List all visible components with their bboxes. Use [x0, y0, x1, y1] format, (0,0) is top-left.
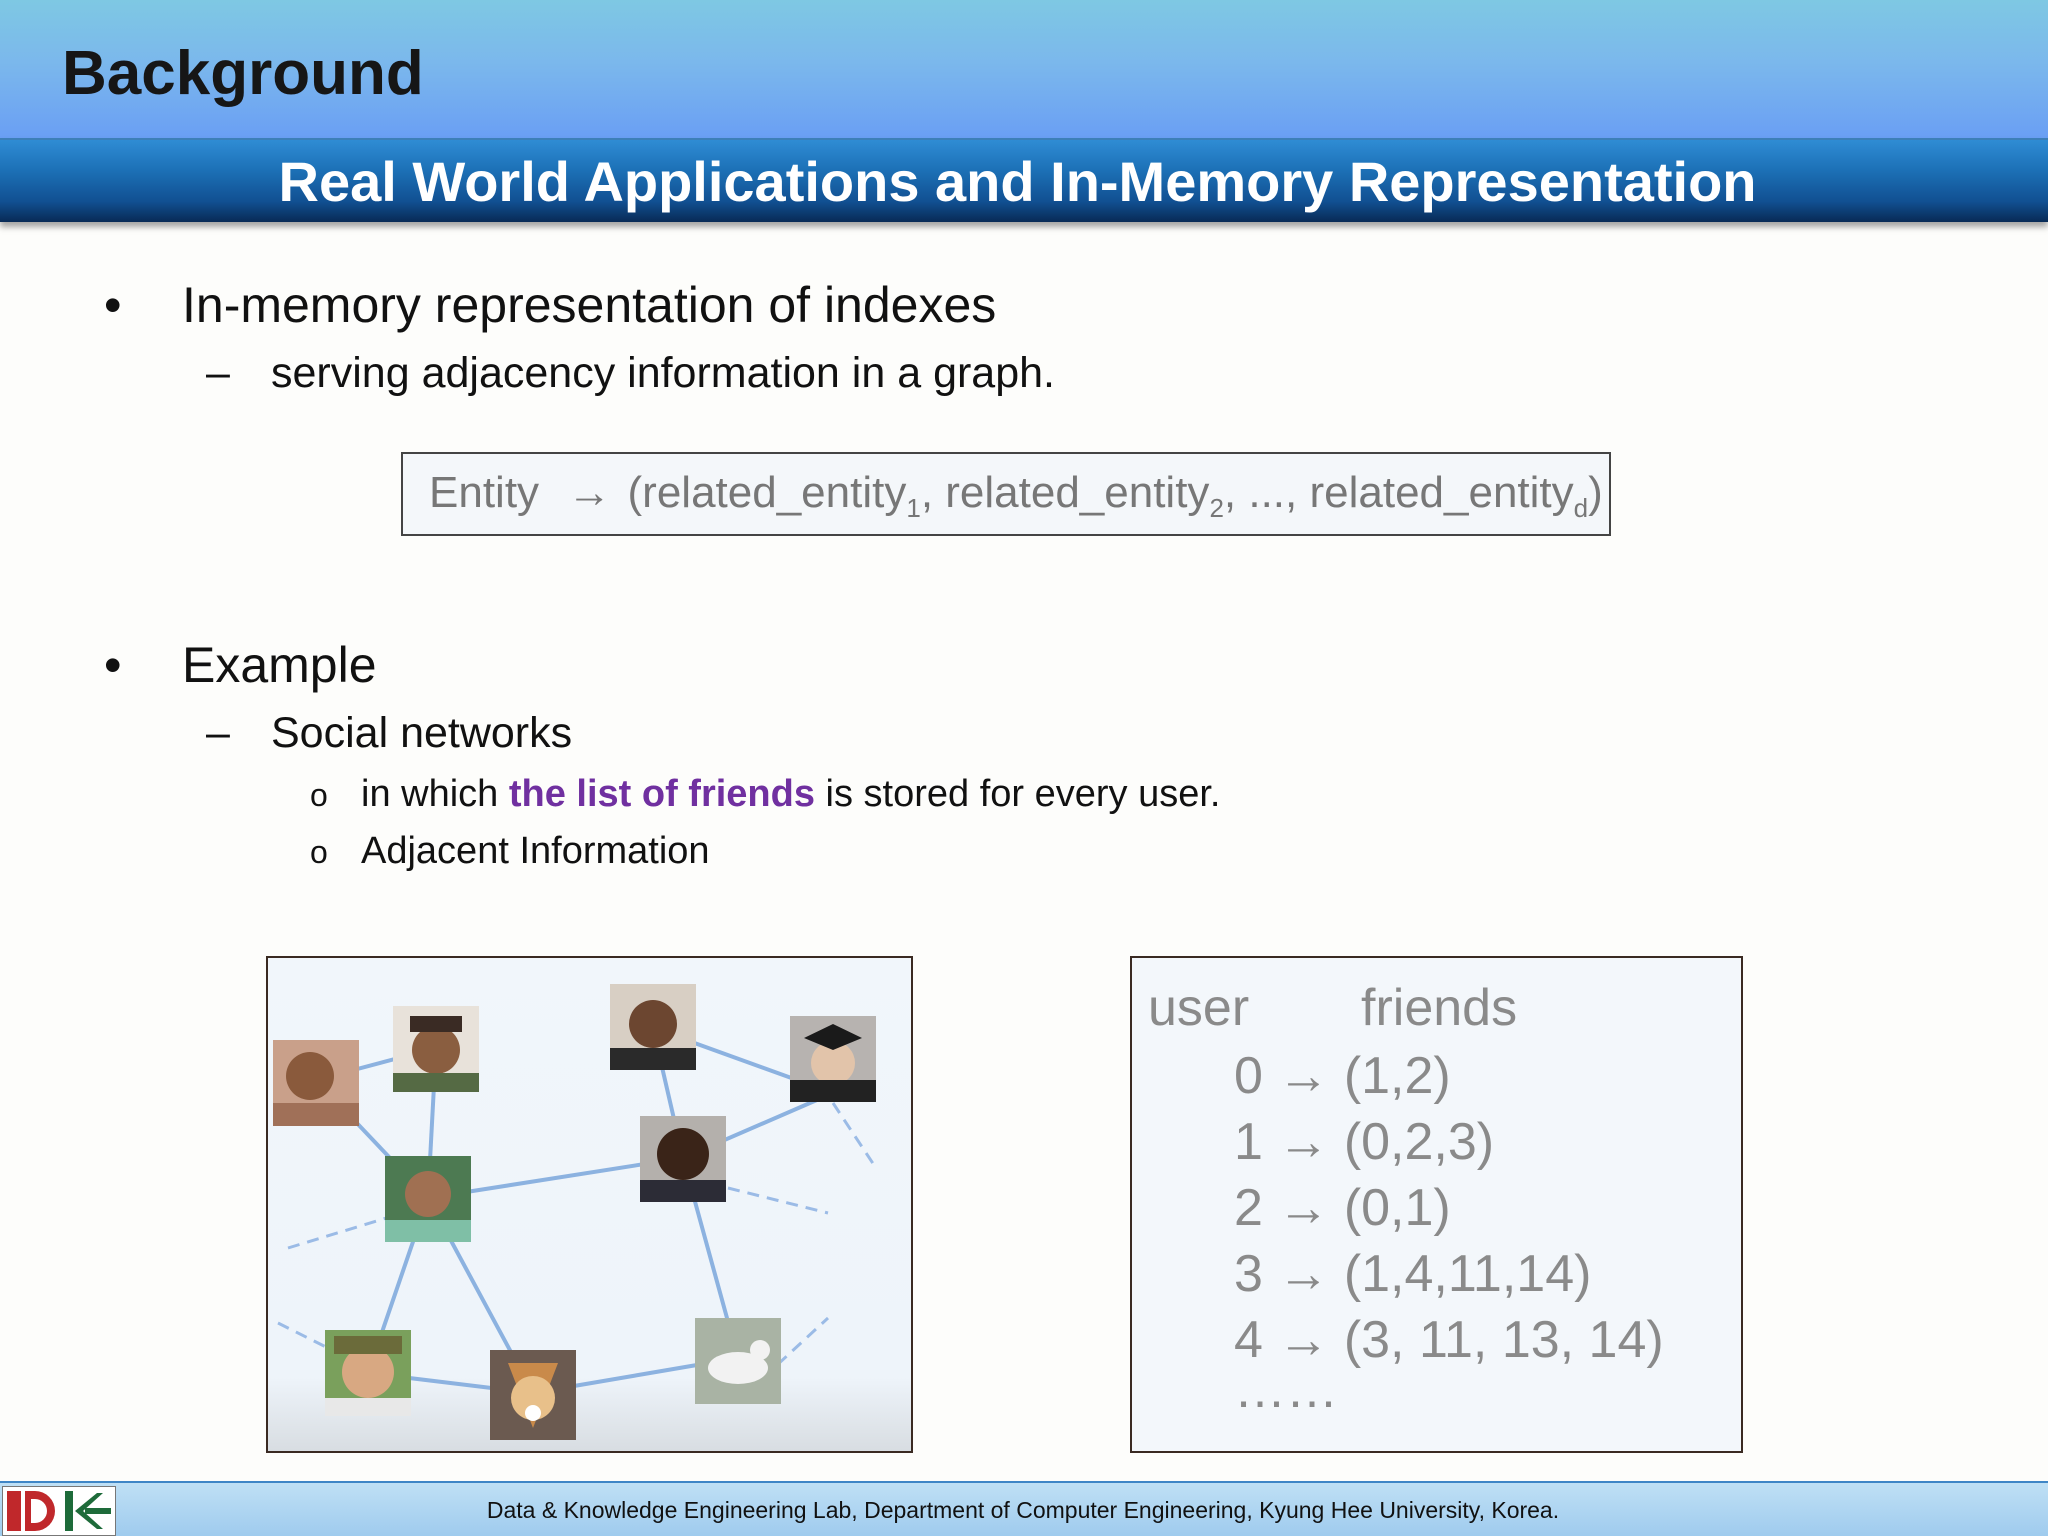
column-friends: friends	[1361, 979, 1518, 1037]
circle-marker: o	[310, 834, 328, 870]
avatar-9-dog	[695, 1318, 781, 1404]
graph-faint-edges	[277, 1102, 878, 1380]
column-user: user	[1148, 979, 1250, 1037]
dash-marker: –	[206, 349, 230, 397]
avatar-7	[325, 1330, 411, 1416]
formula-box: Entity → (related_entity1, related_entit…	[401, 452, 1611, 536]
subsubbullet-text: in which the list of friends is stored f…	[361, 773, 1220, 816]
formula-part-close: )	[1588, 468, 1603, 517]
dash-marker: –	[206, 709, 230, 757]
avatar-4	[790, 1016, 876, 1102]
formula-sub-d: d	[1573, 492, 1589, 523]
avatar-5	[640, 1116, 726, 1202]
header-bar: Background	[0, 0, 2048, 138]
adjacency-formula: Entity → (related_entity1, related_entit…	[429, 468, 1603, 524]
subsubbullet-text: Adjacent Information	[361, 830, 710, 872]
social-graph-illustration	[273, 984, 878, 1440]
avatar-1	[273, 1040, 359, 1126]
formula-part-mid2: , ..., related_entity	[1223, 468, 1574, 517]
list-item: 1 → (0,2,3)	[1234, 1113, 1495, 1171]
avatar-8-dog	[490, 1350, 576, 1440]
bullet-marker: •	[104, 637, 122, 693]
dke-lab-logo-icon	[2, 1486, 116, 1536]
formula-sub-1: 1	[906, 492, 921, 523]
friends-adjacency-list: user friends 0 → (1,2) 1 → (0,2,3) 2 → (…	[1130, 956, 1743, 1453]
social-graph-image	[266, 956, 913, 1453]
bullet-marker: •	[104, 277, 122, 333]
text-pre: in which	[361, 773, 509, 815]
list-item: 4 → (3, 11, 13, 14)	[1234, 1311, 1664, 1369]
slide-title: Real World Applications and In-Memory Re…	[278, 150, 1757, 213]
formula-sub-2: 2	[1209, 492, 1224, 523]
bullet-text: In-memory representation of indexes	[182, 277, 997, 333]
list-item-ellipsis: ……	[1234, 1361, 1338, 1419]
formula-arrow: →	[567, 468, 612, 517]
list-item: 3 → (1,4,11,14)	[1234, 1245, 1592, 1303]
avatar-2	[393, 1006, 479, 1092]
highlight-list-of-friends: the list of friends	[508, 773, 815, 815]
user-avatars	[273, 984, 876, 1440]
subbullet-text: Social networks	[271, 709, 573, 757]
footer-text: Data & Knowledge Engineering Lab, Depart…	[486, 1497, 1560, 1523]
slide-title-bar: Real World Applications and In-Memory Re…	[0, 138, 2048, 222]
formula-entity: Entity	[429, 468, 540, 517]
avatar-3	[610, 984, 696, 1070]
section-title: Background	[62, 39, 424, 108]
formula-part-open: (related_entity	[627, 468, 907, 517]
avatar-6	[385, 1156, 471, 1242]
bullet-text: Example	[182, 637, 377, 693]
footer-bar: Data & Knowledge Engineering Lab, Depart…	[0, 1481, 2048, 1536]
list-item: 2 → (0,1)	[1234, 1179, 1451, 1237]
formula-part-mid1: , related_entity	[920, 468, 1210, 517]
circle-marker: o	[310, 777, 328, 813]
text-post: is stored for every user.	[814, 773, 1221, 815]
list-item: 0 → (1,2)	[1234, 1047, 1451, 1105]
subbullet-text: serving adjacency information in a graph…	[271, 349, 1055, 397]
